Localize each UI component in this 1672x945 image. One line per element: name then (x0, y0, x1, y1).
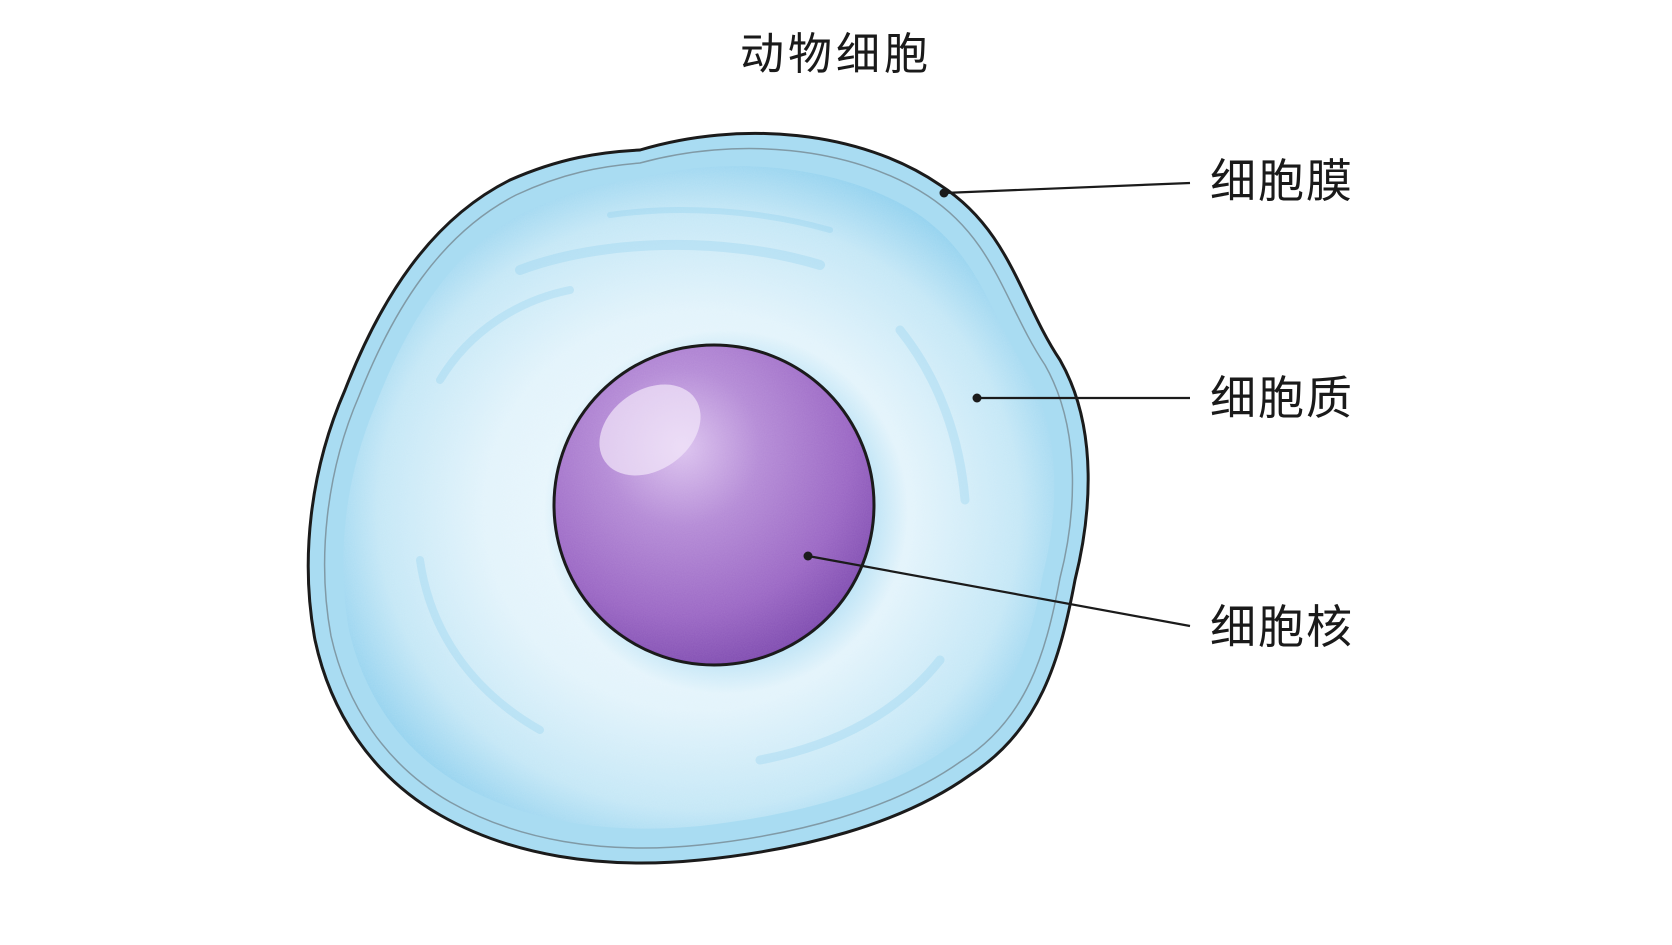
leader-line-nucleus (807, 554, 1191, 628)
leader-line-membrane (943, 181, 1191, 195)
label-cytoplasm: 细胞质 (1210, 371, 1354, 425)
dot-membrane (939, 188, 949, 198)
cytoplasm-brush-strokes (416, 207, 970, 765)
dot-cytoplasm (972, 393, 982, 403)
nucleus-highlight (599, 384, 701, 476)
membrane-inner-edge (323, 147, 1074, 849)
leader-dots (803, 188, 982, 561)
label-membrane: 细胞膜 (1210, 154, 1354, 208)
label-nucleus: 细胞核 (1210, 600, 1354, 654)
dot-nucleus (803, 551, 813, 561)
diagram-title: 动物细胞 (740, 29, 932, 80)
leader-lines (807, 181, 1191, 628)
nucleus-texture (556, 347, 872, 663)
